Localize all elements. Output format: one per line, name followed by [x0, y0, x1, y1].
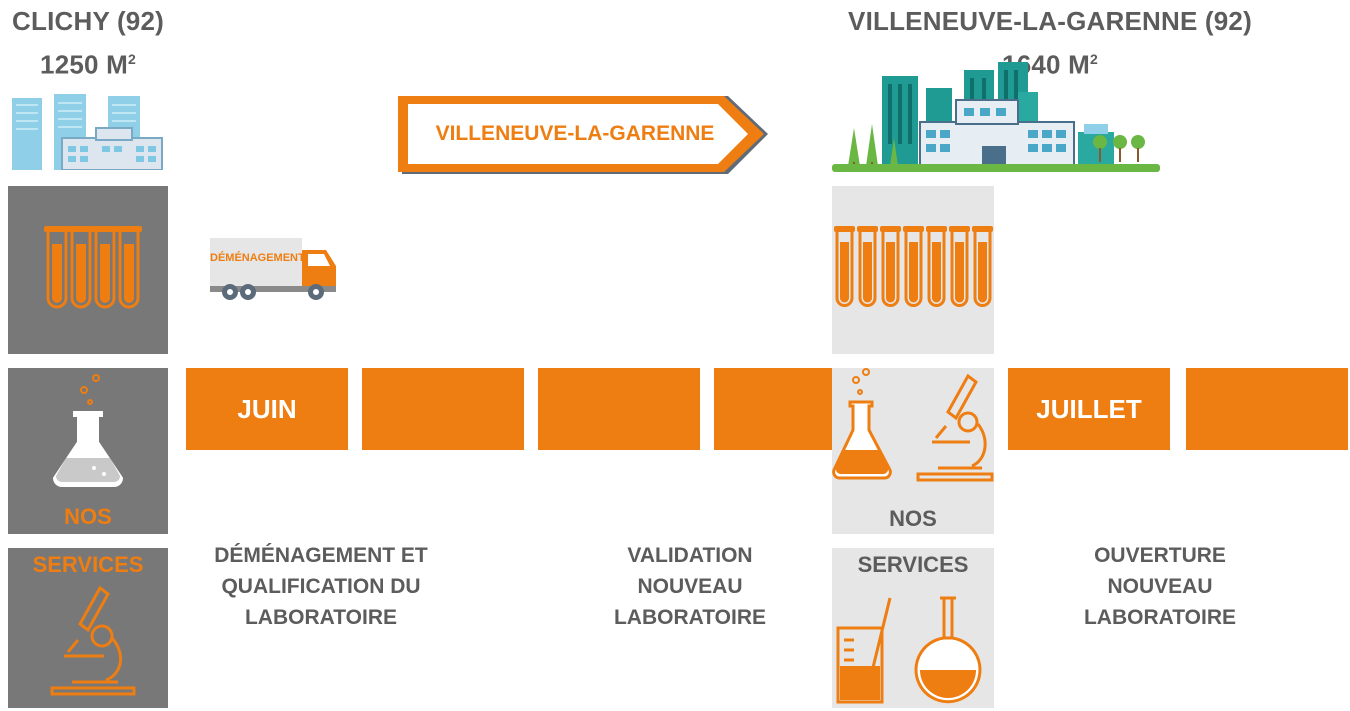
timeline-block [538, 368, 700, 450]
truck-label: DÉMÉNAGEMENT [210, 252, 305, 264]
step-opening: OUVERTURE NOUVEAU LABORATOIRE [1083, 544, 1237, 629]
timeline-block [1186, 368, 1348, 450]
destination-heading: VILLENEUVE-LA-GARENNE (92) 1640 M2 [830, 2, 1270, 84]
microscope-icon [50, 585, 136, 696]
origin-buildings-illustration [12, 94, 163, 170]
erlenmeyer-flask-icon [52, 374, 124, 487]
moving-truck-illustration [210, 238, 336, 300]
flask-and-microscope-icons [832, 368, 994, 482]
destination-services-label-bottom: SERVICES [857, 552, 969, 577]
timeline-block [362, 368, 524, 450]
origin-services-label-top: NOS [64, 504, 112, 529]
destination-glassware-box: SERVICES [832, 548, 994, 708]
test-tubes-icon [44, 226, 142, 309]
origin-city: CLICHY (92) [12, 6, 164, 36]
origin-flask-box: NOS [8, 368, 168, 534]
origin-services-label-bottom: SERVICES [32, 552, 144, 577]
step-validation: VALIDATION NOUVEAU LABORATOIRE [613, 544, 767, 629]
timeline-block [714, 368, 832, 450]
month-label-juin: JUIN [237, 393, 297, 424]
origin-microscope-box: SERVICES [8, 548, 168, 708]
test-tubes-icon [834, 226, 993, 307]
destination-services-label-top: NOS [889, 506, 937, 531]
month-label-juillet: JUILLET [1036, 393, 1142, 424]
beaker-and-round-flask-icons [836, 596, 982, 704]
timeline-block-juillet: JUILLET [1008, 368, 1170, 450]
destination-lab-box: NOS [832, 368, 994, 534]
origin-tubes-box [8, 186, 168, 354]
timeline-block-juin: JUIN [186, 368, 348, 450]
signpost-label: VILLENEUVE-LA-GARENNE [435, 122, 715, 145]
destination-city: VILLENEUVE-LA-GARENNE (92) [848, 6, 1252, 36]
step-moving-qualification: DÉMÉNAGEMENT ET QUALIFICATION DU LABORAT… [214, 544, 428, 629]
origin-area: 1250 M2 [40, 49, 136, 80]
signpost-arrow [398, 96, 768, 174]
destination-tubes-box [832, 186, 994, 354]
origin-heading: CLICHY (92) 1250 M2 [0, 2, 176, 84]
destination-buildings-illustration [832, 62, 1160, 172]
